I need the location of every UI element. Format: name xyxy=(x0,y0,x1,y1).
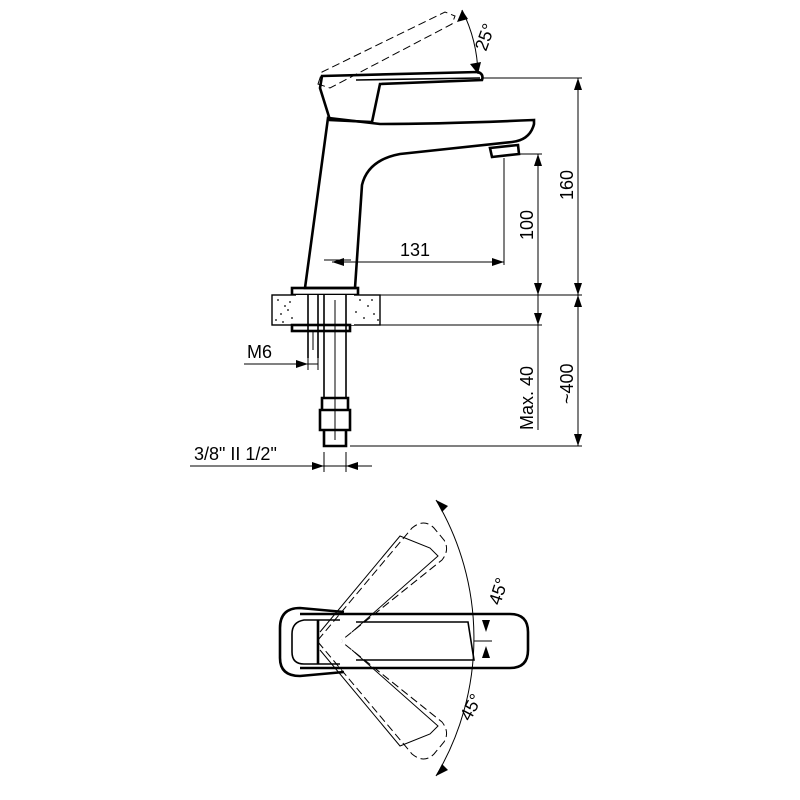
dim-400-arrow-bottom xyxy=(574,434,582,446)
swing-arc-arrow-mid-down xyxy=(482,646,490,658)
base-plate xyxy=(290,286,360,297)
dim-160-arrow-bottom xyxy=(574,283,582,295)
dim-100-label: 100 xyxy=(517,210,537,240)
dim-connection-label: 3/8" II 1/2" xyxy=(194,444,277,464)
lever-straight xyxy=(300,612,530,670)
dim-400-label: ~400 xyxy=(557,363,577,404)
dim-400-arrow-top xyxy=(574,295,582,307)
dim-131-arrow-left xyxy=(332,258,344,266)
swing-arc-arrow-mid-up xyxy=(482,620,490,632)
swing-arc xyxy=(435,499,475,777)
lever-tilted-outline xyxy=(317,11,456,89)
arc-arrow-top xyxy=(457,10,468,22)
hose-nut xyxy=(318,396,352,448)
body-top-inner xyxy=(291,619,340,665)
dim-m6-label: M6 xyxy=(247,342,272,362)
countertop xyxy=(271,294,381,326)
lever-straight-inner xyxy=(356,621,475,661)
lever-angle-label: 25° xyxy=(471,21,499,53)
angle-label-bottom: 45° xyxy=(456,690,486,723)
faucet-body xyxy=(303,116,536,290)
dim-160-arrow-top xyxy=(574,78,582,90)
dim-max40-arrow-top xyxy=(534,313,542,325)
lever-edge xyxy=(355,77,481,81)
dim-100-arrow-top xyxy=(534,154,542,166)
aerator xyxy=(488,143,521,159)
lever-rotated-down-inner xyxy=(319,649,439,747)
dim-connection-arrow-left xyxy=(312,462,324,470)
dim-131-arrow-right xyxy=(492,258,504,266)
top-view: 45° 45° xyxy=(278,499,530,777)
lever-rotated-up-inner xyxy=(319,535,439,633)
swing-arc-arrow-bottom xyxy=(436,764,448,776)
dim-m6-arrow xyxy=(296,360,308,368)
dim-connection-arrow-right xyxy=(346,462,358,470)
dim-100-arrow-bottom xyxy=(534,283,542,295)
fixing-nut xyxy=(290,323,352,333)
dim-160-label: 160 xyxy=(557,170,577,200)
dim-131-label: 131 xyxy=(400,240,430,260)
body-top-outline xyxy=(278,606,345,678)
dim-max40-label: Max. 40 xyxy=(517,366,537,430)
swing-arc-arrow-top xyxy=(436,500,448,512)
angle-label-top: 45° xyxy=(485,575,512,607)
side-view: 25° xyxy=(190,9,582,472)
